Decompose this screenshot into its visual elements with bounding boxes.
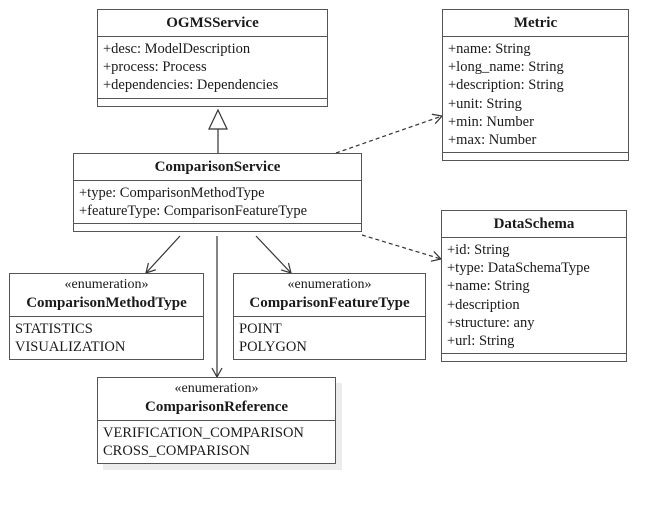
attribute: +url: String [447, 333, 515, 350]
class-name: ComparisonService [154, 159, 281, 175]
ogms-service-class[interactable]: OGMSService +desc: ModelDescription +pro… [97, 9, 328, 107]
class-header: Metric [443, 10, 628, 37]
attribute: +type: ComparisonMethodType [79, 185, 265, 201]
attribute: +max: Number [448, 132, 537, 149]
class-name: Metric [513, 15, 558, 31]
attribute: +name: String [447, 278, 530, 295]
class-header: DataSchema [442, 211, 626, 238]
enum-literal: STATISTICS [15, 321, 93, 337]
enum-literal: VISUALIZATION [15, 339, 126, 356]
attribute: +dependencies: Dependencies [103, 77, 279, 94]
data-schema-class[interactable]: DataSchema +id: String +type: DataSchema… [441, 210, 627, 363]
stereotype-label: «enumeration» [287, 277, 372, 292]
class-header: ComparisonService [74, 154, 361, 181]
stereotype-label: «enumeration» [64, 277, 149, 292]
attribute: +unit: String [448, 95, 522, 112]
class-name: DataSchema [493, 216, 575, 232]
dependency-to-dataschema [361, 234, 443, 262]
class-name: ComparisonReference [144, 399, 289, 415]
class-header: «enumeration» ComparisonReference [98, 378, 335, 421]
attribute: +name: String [448, 41, 531, 57]
attribute: +type: DataSchemaType [447, 260, 590, 277]
attribute: +featureType: ComparisonFeatureType [79, 203, 307, 220]
class-name: OGMSService [166, 15, 259, 31]
attribute: +long_name: String [448, 59, 564, 76]
comparison-service-class[interactable]: ComparisonService +type: ComparisonMetho… [73, 153, 362, 233]
attribute: +id: String [447, 242, 510, 258]
enum-literal-list: VERIFICATION_COMPARISON CROSS_COMPARISON [98, 421, 335, 463]
association-to-feature-type [255, 235, 292, 274]
metric-class[interactable]: Metric +name: String +long_name: String … [442, 9, 629, 162]
comparison-reference-enum[interactable]: «enumeration» ComparisonReference VERIFI… [97, 377, 336, 465]
class-header: «enumeration» ComparisonFeatureType [234, 274, 425, 317]
class-name: ComparisonFeatureType [249, 295, 410, 311]
attribute-list: +id: String +type: DataSchemaType +name:… [442, 238, 626, 355]
association-to-method-type [145, 235, 181, 274]
attribute: +structure: any [447, 314, 535, 331]
enum-literal: POLYGON [239, 339, 307, 356]
attribute: +description: String [448, 77, 564, 94]
attribute-list: +name: String +long_name: String +descri… [443, 37, 628, 154]
enum-literal-list: POINT POLYGON [234, 317, 425, 359]
class-header: «enumeration» ComparisonMethodType [10, 274, 203, 317]
operations-compartment [98, 99, 327, 106]
enum-literal: POINT [239, 321, 282, 337]
operations-compartment [74, 224, 361, 231]
attribute: +min: Number [448, 113, 534, 130]
attribute-list: +type: ComparisonMethodType +featureType… [74, 181, 361, 225]
attribute: +process: Process [103, 59, 207, 76]
comparison-feature-type-enum[interactable]: «enumeration» ComparisonFeatureType POIN… [233, 273, 426, 361]
attribute: +description [447, 296, 520, 313]
attribute-list: +desc: ModelDescription +process: Proces… [98, 37, 327, 99]
attribute: +desc: ModelDescription [103, 41, 251, 57]
generalization-triangle [208, 108, 228, 130]
comparison-method-type-enum[interactable]: «enumeration» ComparisonMethodType STATI… [9, 273, 204, 361]
operations-compartment [442, 354, 626, 361]
enum-literal-list: STATISTICS VISUALIZATION [10, 317, 203, 359]
enum-literal: CROSS_COMPARISON [103, 443, 250, 460]
class-name: ComparisonMethodType [26, 295, 187, 311]
operations-compartment [443, 153, 628, 160]
enum-literal: VERIFICATION_COMPARISON [103, 425, 304, 441]
dependency-to-metric [335, 113, 444, 154]
class-header: OGMSService [98, 10, 327, 37]
stereotype-label: «enumeration» [174, 381, 259, 396]
